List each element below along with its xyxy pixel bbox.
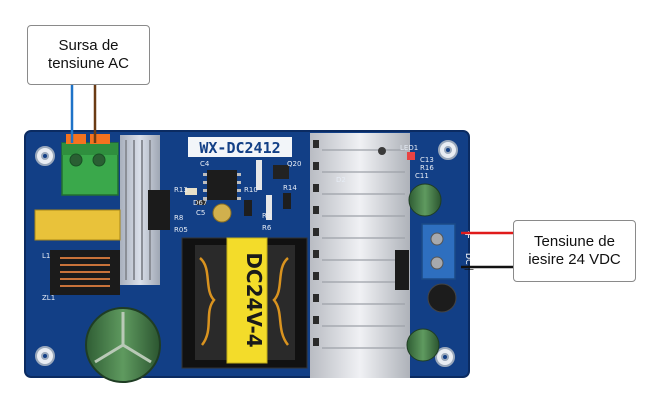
transformer-label: DC24V-4 — [242, 252, 266, 347]
input-capacitor — [85, 307, 161, 383]
svg-text:ZL1: ZL1 — [42, 294, 55, 302]
terminal-minus: — — [464, 264, 474, 275]
mounting-holes — [35, 140, 458, 367]
callout-dc-output: Tensiune de iesire 24 VDC — [513, 220, 636, 282]
terminal-dc: DC — [464, 253, 473, 265]
callout-dc-line1: Tensiune de — [534, 233, 615, 250]
svg-text:R8: R8 — [174, 214, 183, 222]
svg-text:R10: R10 — [244, 186, 258, 194]
svg-text:R14: R14 — [283, 184, 297, 192]
svg-text:L1: L1 — [42, 252, 50, 260]
components — [185, 152, 415, 223]
svg-text:D67: D67 — [193, 199, 207, 207]
silkscreen-labels: C4 Q20 R13 R10 R9 R8 C5 R14 D67 C11 R16 … — [42, 144, 434, 302]
transformer: DC24V-4 — [181, 237, 308, 369]
heatsink-left — [120, 135, 170, 285]
svg-text:C5: C5 — [196, 209, 205, 217]
callout-ac-line2: tensiune AC — [48, 55, 129, 72]
svg-text:C13: C13 — [420, 156, 434, 164]
svg-text:C4: C4 — [200, 160, 210, 168]
model-label: WX-DC2412 — [199, 139, 280, 157]
output-capacitors — [406, 183, 457, 362]
x-capacitor — [34, 209, 121, 241]
svg-text:C11: C11 — [415, 172, 429, 180]
ac-wires — [70, 85, 97, 143]
choke — [50, 250, 120, 295]
svg-text:R6: R6 — [262, 224, 272, 232]
callout-dc-line2: iesire 24 VDC — [528, 251, 621, 268]
svg-text:D2: D2 — [336, 176, 346, 184]
svg-text:R16: R16 — [420, 164, 434, 172]
ac-input-terminal — [61, 134, 119, 196]
svg-text:LED1: LED1 — [400, 144, 418, 152]
svg-text:Q20: Q20 — [287, 160, 301, 168]
terminal-plus: + — [464, 228, 473, 241]
heatsink-right — [310, 133, 410, 378]
svg-text:R9: R9 — [262, 212, 271, 220]
dc-output-terminal: + DC — [421, 223, 473, 280]
callout-ac-line1: Sursa de — [58, 37, 119, 54]
svg-text:R13: R13 — [174, 186, 188, 194]
callout-ac-source: Sursa de tensiune AC — [27, 25, 150, 85]
svg-text:R05: R05 — [174, 226, 188, 234]
dc-wires — [461, 231, 513, 269]
